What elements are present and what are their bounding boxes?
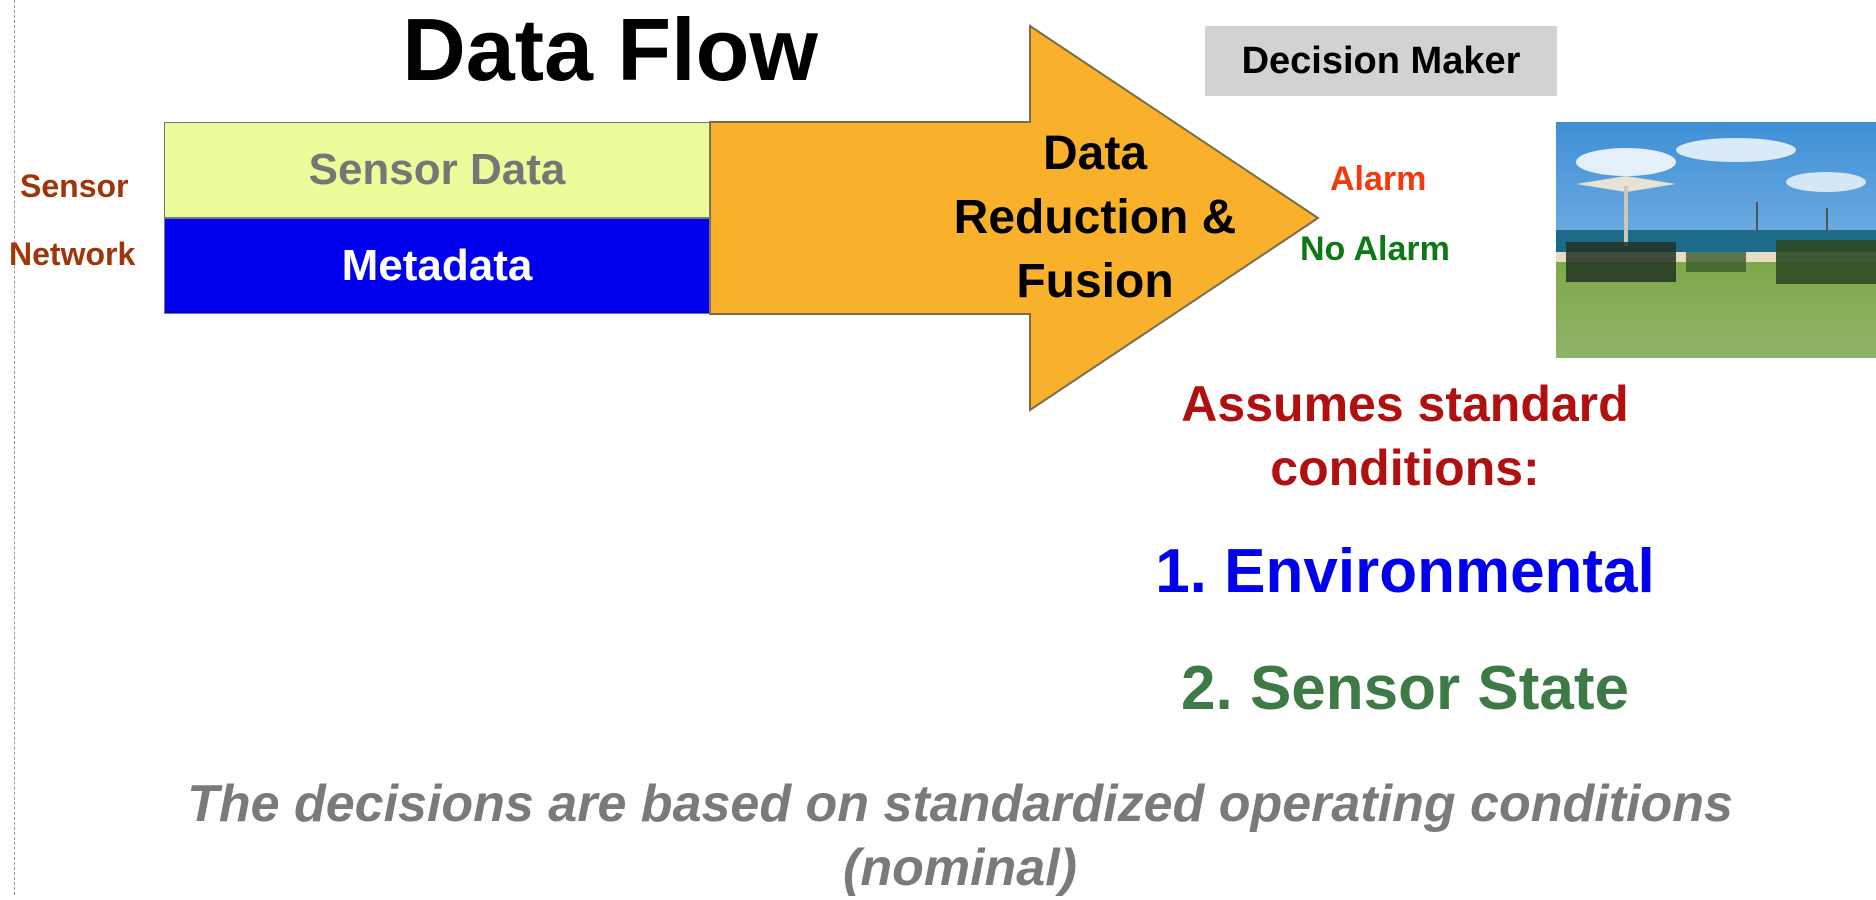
condition-environmental: 1. Environmental bbox=[1155, 537, 1655, 606]
metadata-bar: Metadata bbox=[164, 218, 710, 314]
assumptions-heading-line1: Assumes standard bbox=[1181, 376, 1629, 432]
alarm-output: Alarm bbox=[1330, 160, 1427, 198]
decision-maker-label: Decision Maker bbox=[1205, 26, 1557, 96]
arrow-label-line2: Reduction & bbox=[953, 191, 1237, 244]
footnote-line2: (nominal) bbox=[843, 839, 1077, 897]
sensor-data-bar: Sensor Data bbox=[164, 122, 710, 218]
beach-photo bbox=[1556, 122, 1876, 358]
sensor-network-label-line2: Network bbox=[9, 236, 136, 272]
assumptions-heading: Assumes standard conditions: bbox=[1100, 372, 1710, 500]
sensor-network-label-line1: Sensor bbox=[20, 168, 129, 204]
footnote: The decisions are based on standardized … bbox=[40, 772, 1876, 900]
arrow-label-line1: Data bbox=[1042, 127, 1148, 180]
left-border-line bbox=[14, 0, 15, 895]
no-alarm-output: No Alarm bbox=[1300, 230, 1450, 268]
condition-sensor-state: 2. Sensor State bbox=[1181, 654, 1629, 723]
assumptions-heading-line2: conditions: bbox=[1270, 440, 1540, 496]
arrow-label-line3: Fusion bbox=[1016, 255, 1174, 308]
page-title: Data Flow bbox=[402, 0, 818, 99]
footnote-line1: The decisions are based on standardized … bbox=[187, 775, 1733, 833]
arrow-label: Data Reduction & Fusion bbox=[920, 122, 1270, 314]
